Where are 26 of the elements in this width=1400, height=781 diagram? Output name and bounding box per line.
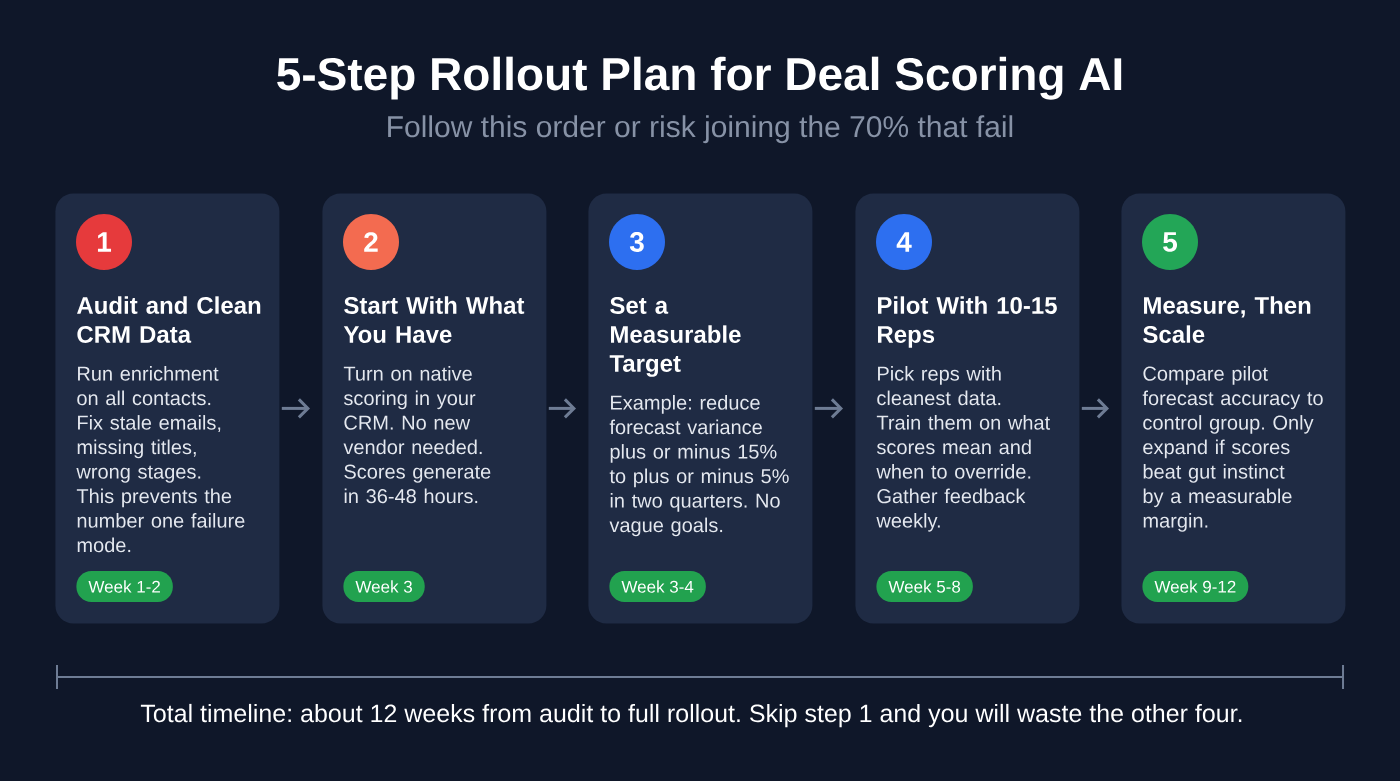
number-badge: 4 [876,214,932,270]
week-tag: Week 3-4 [609,571,706,602]
card-text: Turn on native scoring in your CRM. No new vendor needed. Scores generate in 36-48 hours. [343,366,491,504]
card-heading: Pilot With 10-15 Reps [878,296,1057,348]
number-badge: 3 [609,214,665,270]
footnote: Total timeline: about 12 weeks from audit to full rollout. Skip step 1 and you will waste the other four. [140,703,1242,728]
number-badge: 1 [76,214,132,270]
card-text: Compare pilot forecast accuracy to control group. Only expand if scores beat gut instinct by a measurable margin. [1142,366,1323,532]
card-text: Example: reduce forecast variance plus or minus 15% to plus or minus 5% in two quarters. No vague goals. [609,395,789,537]
card-text: Run enrichment on all contacts. Fix stale emails, missing titles, wrong stages. This prevents the number one failure mode. [76,366,245,553]
card-heading: Start With What You Have [343,296,525,343]
arrow [281,398,310,419]
title: 5-Step Rollout Plan for Deal Scoring AI [277,56,1122,100]
card-text: Pick reps with cleanest data. Train them on what scores mean and when to override. Gather feedback weekly. [876,366,1050,532]
number-badge: 2 [343,214,399,270]
arrow [1081,398,1110,419]
card-heading: Set a Measurable Target [609,296,741,377]
week-tag: Week 1-2 [76,571,173,602]
number-badge: 5 [1142,214,1198,270]
subtitle: Follow this order or risk joining the 70% that fail [388,115,1013,144]
week-tag: Week 5-8 [876,571,973,602]
card-heading: Measure, Then Scale [1143,296,1311,343]
arrow [548,398,576,419]
arrow [814,398,844,419]
week-tag: Week 9-12 [1142,571,1249,602]
card-heading: Audit and Clean CRM Data [77,296,261,343]
